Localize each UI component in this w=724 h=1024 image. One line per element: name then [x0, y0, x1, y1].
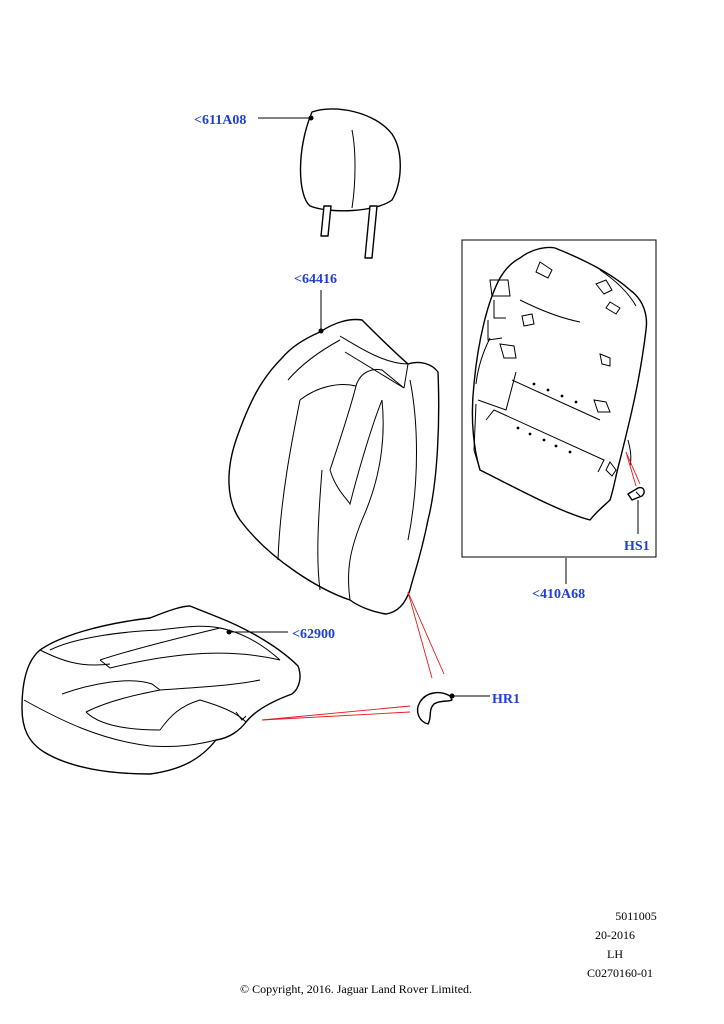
ring-leader [449, 693, 490, 699]
copyright: © Copyright, 2016. Jaguar Land Rover Lim… [240, 982, 472, 996]
date-code: 20-2016 [595, 928, 635, 942]
cushion-part[interactable] [21, 605, 301, 775]
cushion-callout[interactable]: <62900 [292, 627, 335, 642]
back-panel-callout[interactable]: <410A68 [532, 587, 585, 602]
back-panel-frame [461, 239, 657, 558]
headrest-leader [258, 115, 314, 121]
ring-red-leaders [261, 591, 445, 721]
cushion-leader [226, 629, 288, 635]
back-panel-dots [516, 382, 578, 454]
side-label: LH [607, 947, 623, 961]
ring-part[interactable] [416, 691, 453, 725]
ref-number: 5011005 [615, 909, 657, 923]
back-panel-part[interactable] [471, 246, 648, 521]
screw-callout[interactable]: HS1 [624, 539, 650, 554]
headrest-part[interactable] [299, 108, 401, 259]
backrest-part[interactable] [228, 318, 440, 615]
screw-red-leaders [625, 451, 641, 487]
screw-part[interactable] [627, 486, 645, 501]
ring-callout[interactable]: HR1 [492, 692, 520, 707]
illustration-id: C0270160-01 [587, 966, 653, 980]
backrest-leader [318, 290, 324, 334]
backrest-callout[interactable]: <64416 [294, 272, 337, 287]
headrest-callout[interactable]: <611A08 [194, 113, 246, 128]
